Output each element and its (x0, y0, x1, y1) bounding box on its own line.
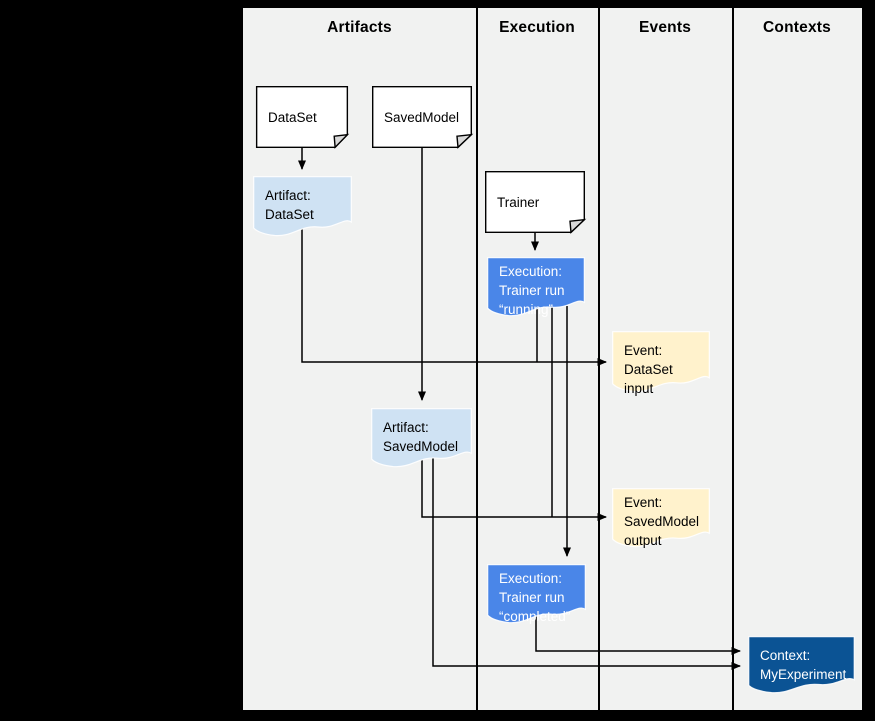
node-artifact-dataset: Artifact: DataSet (253, 176, 352, 238)
lane-divider (476, 8, 478, 710)
node-label: SavedModel (384, 109, 460, 125)
lane-header-contexts: Contexts (763, 19, 831, 36)
node-label: Execution: Trainer run “running” (499, 264, 565, 317)
lane-header-events: Events (638, 19, 692, 36)
node-label: Execution: Trainer run “completed” (499, 571, 571, 624)
node-execution-completed: Execution: Trainer run “completed” (487, 564, 586, 625)
node-label: Artifact: SavedModel (383, 420, 459, 454)
folded-corner-icon (457, 135, 471, 148)
node-event-dataset-input: Event: DataSet input (612, 331, 710, 396)
node-label: Context: MyExperiment (760, 648, 847, 682)
node-context-myexperiment: Context: MyExperiment (748, 636, 855, 695)
node-label: Event: SavedModel output (624, 495, 700, 548)
lane-header-artifacts: Artifacts (327, 19, 392, 36)
folded-corner-icon (570, 220, 584, 233)
node-label: DataSet (268, 109, 317, 125)
node-label: Artifact: DataSet (265, 188, 314, 222)
node-execution-running: Execution: Trainer run “running” (487, 257, 585, 318)
node-artifact-savedmodel: Artifact: SavedModel (371, 408, 472, 469)
node-dataset: DataSet (256, 86, 348, 148)
node-label: Event: DataSet input (624, 343, 673, 396)
node-label: Trainer (497, 194, 540, 210)
node-event-savedmodel-output: Event: SavedModel output (612, 488, 710, 549)
lane-header-execution: Execution (499, 19, 575, 36)
node-savedmodel: SavedModel (372, 86, 472, 148)
node-trainer: Trainer (485, 171, 585, 233)
lane-divider (732, 8, 734, 710)
folded-corner-icon (334, 135, 347, 148)
lane-divider (598, 8, 600, 710)
